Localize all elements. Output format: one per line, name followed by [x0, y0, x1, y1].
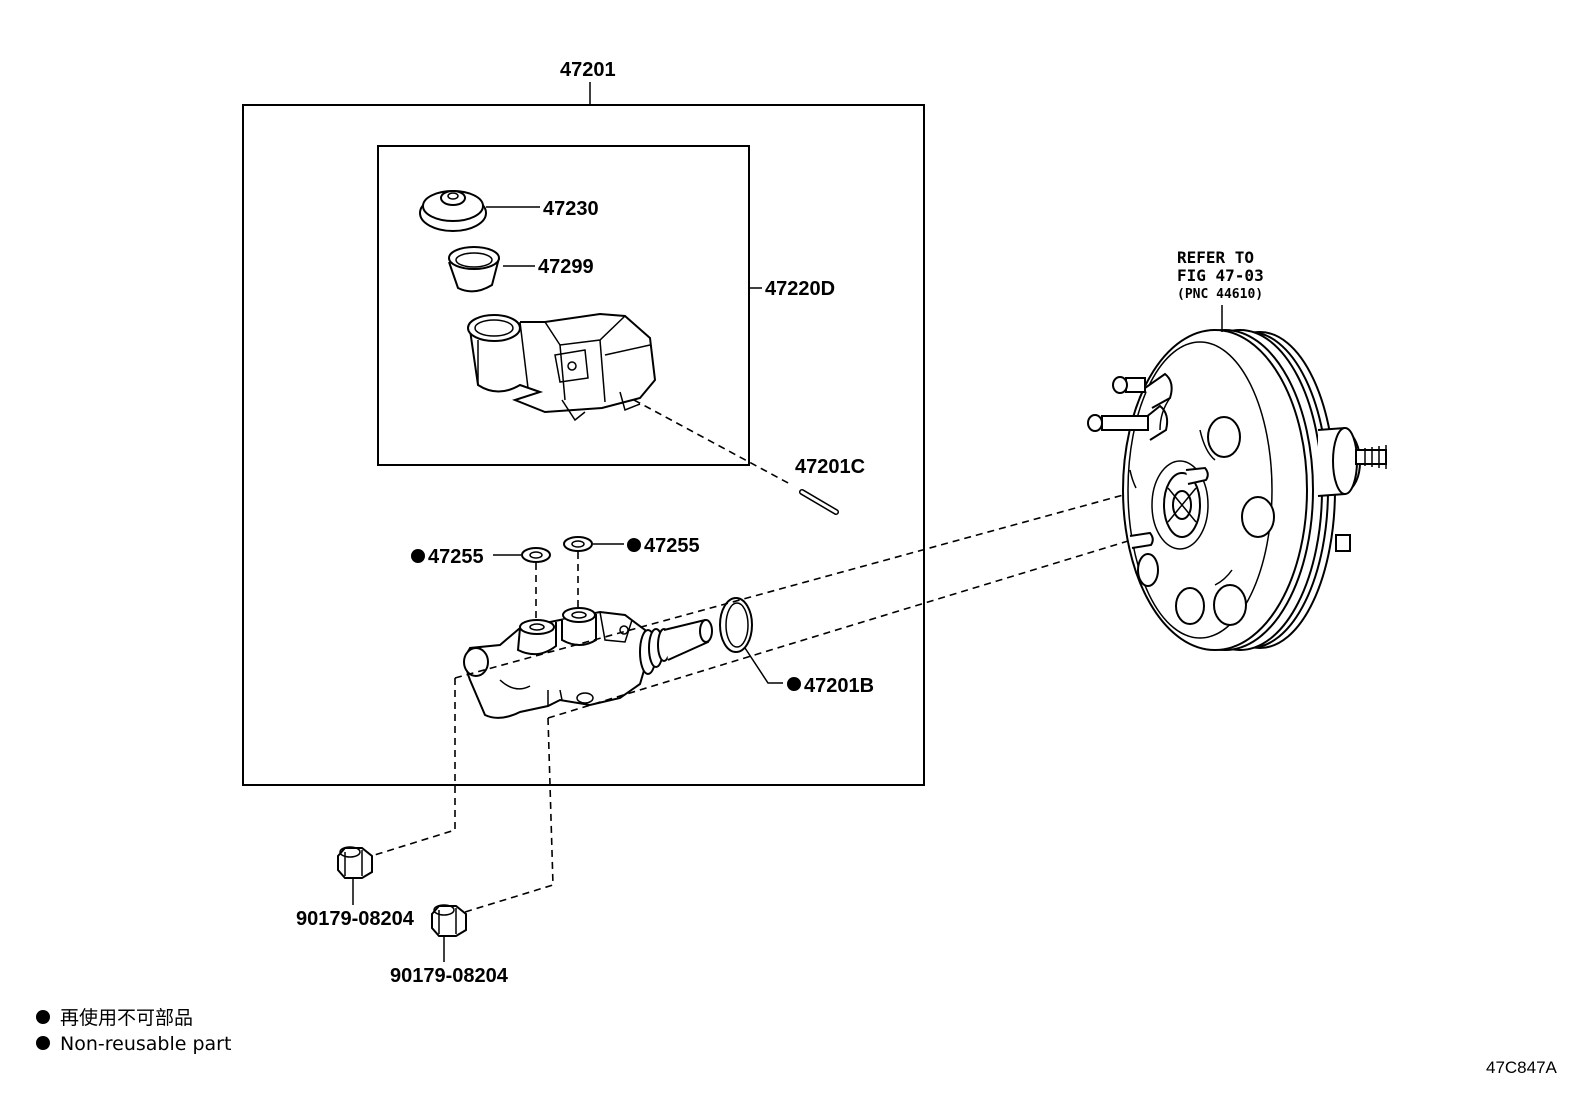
brake-booster	[1087, 305, 1387, 651]
label-47201b: 47201B	[804, 675, 874, 697]
pin: 47201C	[633, 399, 865, 515]
nut-left: 90179-08204	[296, 846, 415, 930]
grommet-left: 47255	[411, 546, 551, 620]
label-47201c: 47201C	[795, 456, 865, 478]
o-ring: 47201B	[719, 597, 874, 697]
label-47299: 47299	[538, 256, 594, 278]
label-90179-08204-left: 90179-08204	[296, 908, 415, 930]
legend-english: Non-reusable part	[60, 1033, 231, 1055]
svg-text:FIG 47-03: FIG 47-03	[1177, 266, 1264, 285]
reservoir-frame: 47220D	[377, 145, 835, 466]
grommet-right: 47255	[563, 535, 700, 612]
label-47201: 47201	[560, 59, 616, 81]
assembly-frame: 47201	[242, 59, 925, 786]
label-47255-right: 47255	[644, 535, 700, 557]
reservoir-strainer: 47299	[448, 246, 594, 293]
label-47255-left: 47255	[428, 546, 484, 568]
legend-bullet	[36, 1010, 50, 1024]
svg-text:REFER TO: REFER TO	[1177, 248, 1254, 267]
legend: 再使用不可部品 Non-reusable part	[36, 1007, 231, 1055]
label-47220d: 47220D	[765, 278, 835, 300]
label-47230: 47230	[543, 198, 599, 220]
label-90179-08204-right: 90179-08204	[390, 965, 509, 987]
master-cylinder	[463, 607, 713, 719]
nut-right: 90179-08204	[390, 904, 509, 987]
reservoir-cap: 47230	[419, 190, 599, 232]
alignment-lines	[364, 479, 1179, 913]
non-reusable-mark	[627, 538, 641, 552]
non-reusable-mark	[787, 677, 801, 691]
reservoir-tank	[467, 312, 657, 422]
svg-text:(PNC 44610): (PNC 44610)	[1177, 287, 1263, 302]
legend-bullet	[36, 1036, 50, 1050]
diagram-code: 47C847A	[1486, 1058, 1558, 1077]
non-reusable-mark	[411, 549, 425, 563]
legend-japanese: 再使用不可部品	[60, 1007, 193, 1029]
refer-note: REFER TO FIG 47-03 (PNC 44610)	[1177, 248, 1264, 302]
